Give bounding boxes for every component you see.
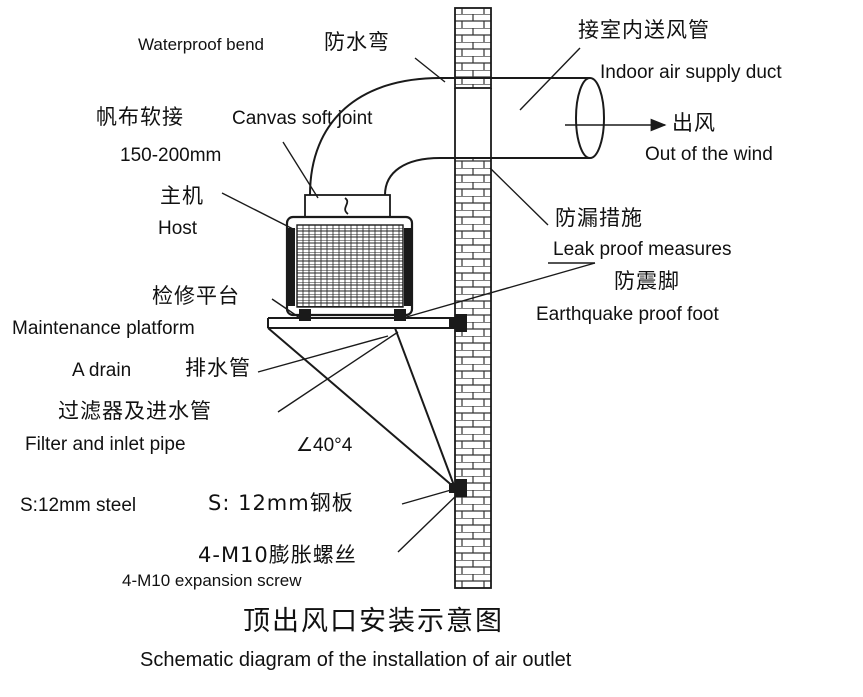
canvas-soft-joint: [304, 194, 391, 218]
drain-en-label: A drain: [72, 360, 132, 381]
host-zh-label: 主机: [160, 184, 204, 208]
canvas-en-label: Canvas soft joint: [232, 108, 373, 129]
brick-wall: [454, 7, 492, 589]
angle-label: ∠40°4: [296, 435, 353, 456]
outlet-en-label: Out of the wind: [645, 144, 773, 165]
leak-zh-label: 防漏措施: [555, 206, 643, 230]
screw-zh-label: 4-M10膨胀螺丝: [198, 543, 357, 567]
steel-zh-label: S: 12mm钢板: [208, 491, 354, 515]
maintenance-platform: [267, 309, 456, 489]
expansion-anchors: [449, 314, 467, 497]
waterproof-bend-en-label: Waterproof bend: [138, 35, 264, 54]
host-en-label: Host: [158, 218, 198, 239]
platform-zh-label: 检修平台: [152, 284, 240, 308]
outlet-zh-label: 出风: [672, 111, 716, 135]
title-zh: 顶出风口安装示意图: [243, 606, 504, 637]
steel-en-label: S:12mm steel: [20, 495, 137, 516]
canvas-zh-label: 帆布软接: [96, 105, 184, 129]
quake-en-label: Earthquake proof foot: [536, 304, 719, 325]
screw-en-label: 4-M10 expansion screw: [122, 571, 302, 590]
filter-zh-label: 过滤器及进水管: [58, 399, 212, 423]
waterproof-bend-zh-label: 防水弯: [324, 30, 390, 54]
canvas-size-label: 150-200mm: [120, 145, 222, 166]
leak-en-label: Leak proof measures: [553, 239, 732, 260]
host-unit: [285, 215, 414, 317]
waterproof-bend: [309, 77, 441, 196]
quake-zh-label: 防震脚: [614, 269, 680, 293]
supply-duct: [440, 77, 605, 159]
filter-en-label: Filter and inlet pipe: [25, 434, 186, 455]
leader-lines: [221, 47, 596, 553]
indoor-duct-zh-label: 接室内送风管: [578, 18, 710, 42]
title-en: Schematic diagram of the installation of…: [140, 649, 572, 671]
drain-zh-label: 排水管: [185, 356, 251, 380]
platform-en-label: Maintenance platform: [12, 318, 195, 339]
indoor-duct-en-label: Indoor air supply duct: [600, 62, 782, 83]
